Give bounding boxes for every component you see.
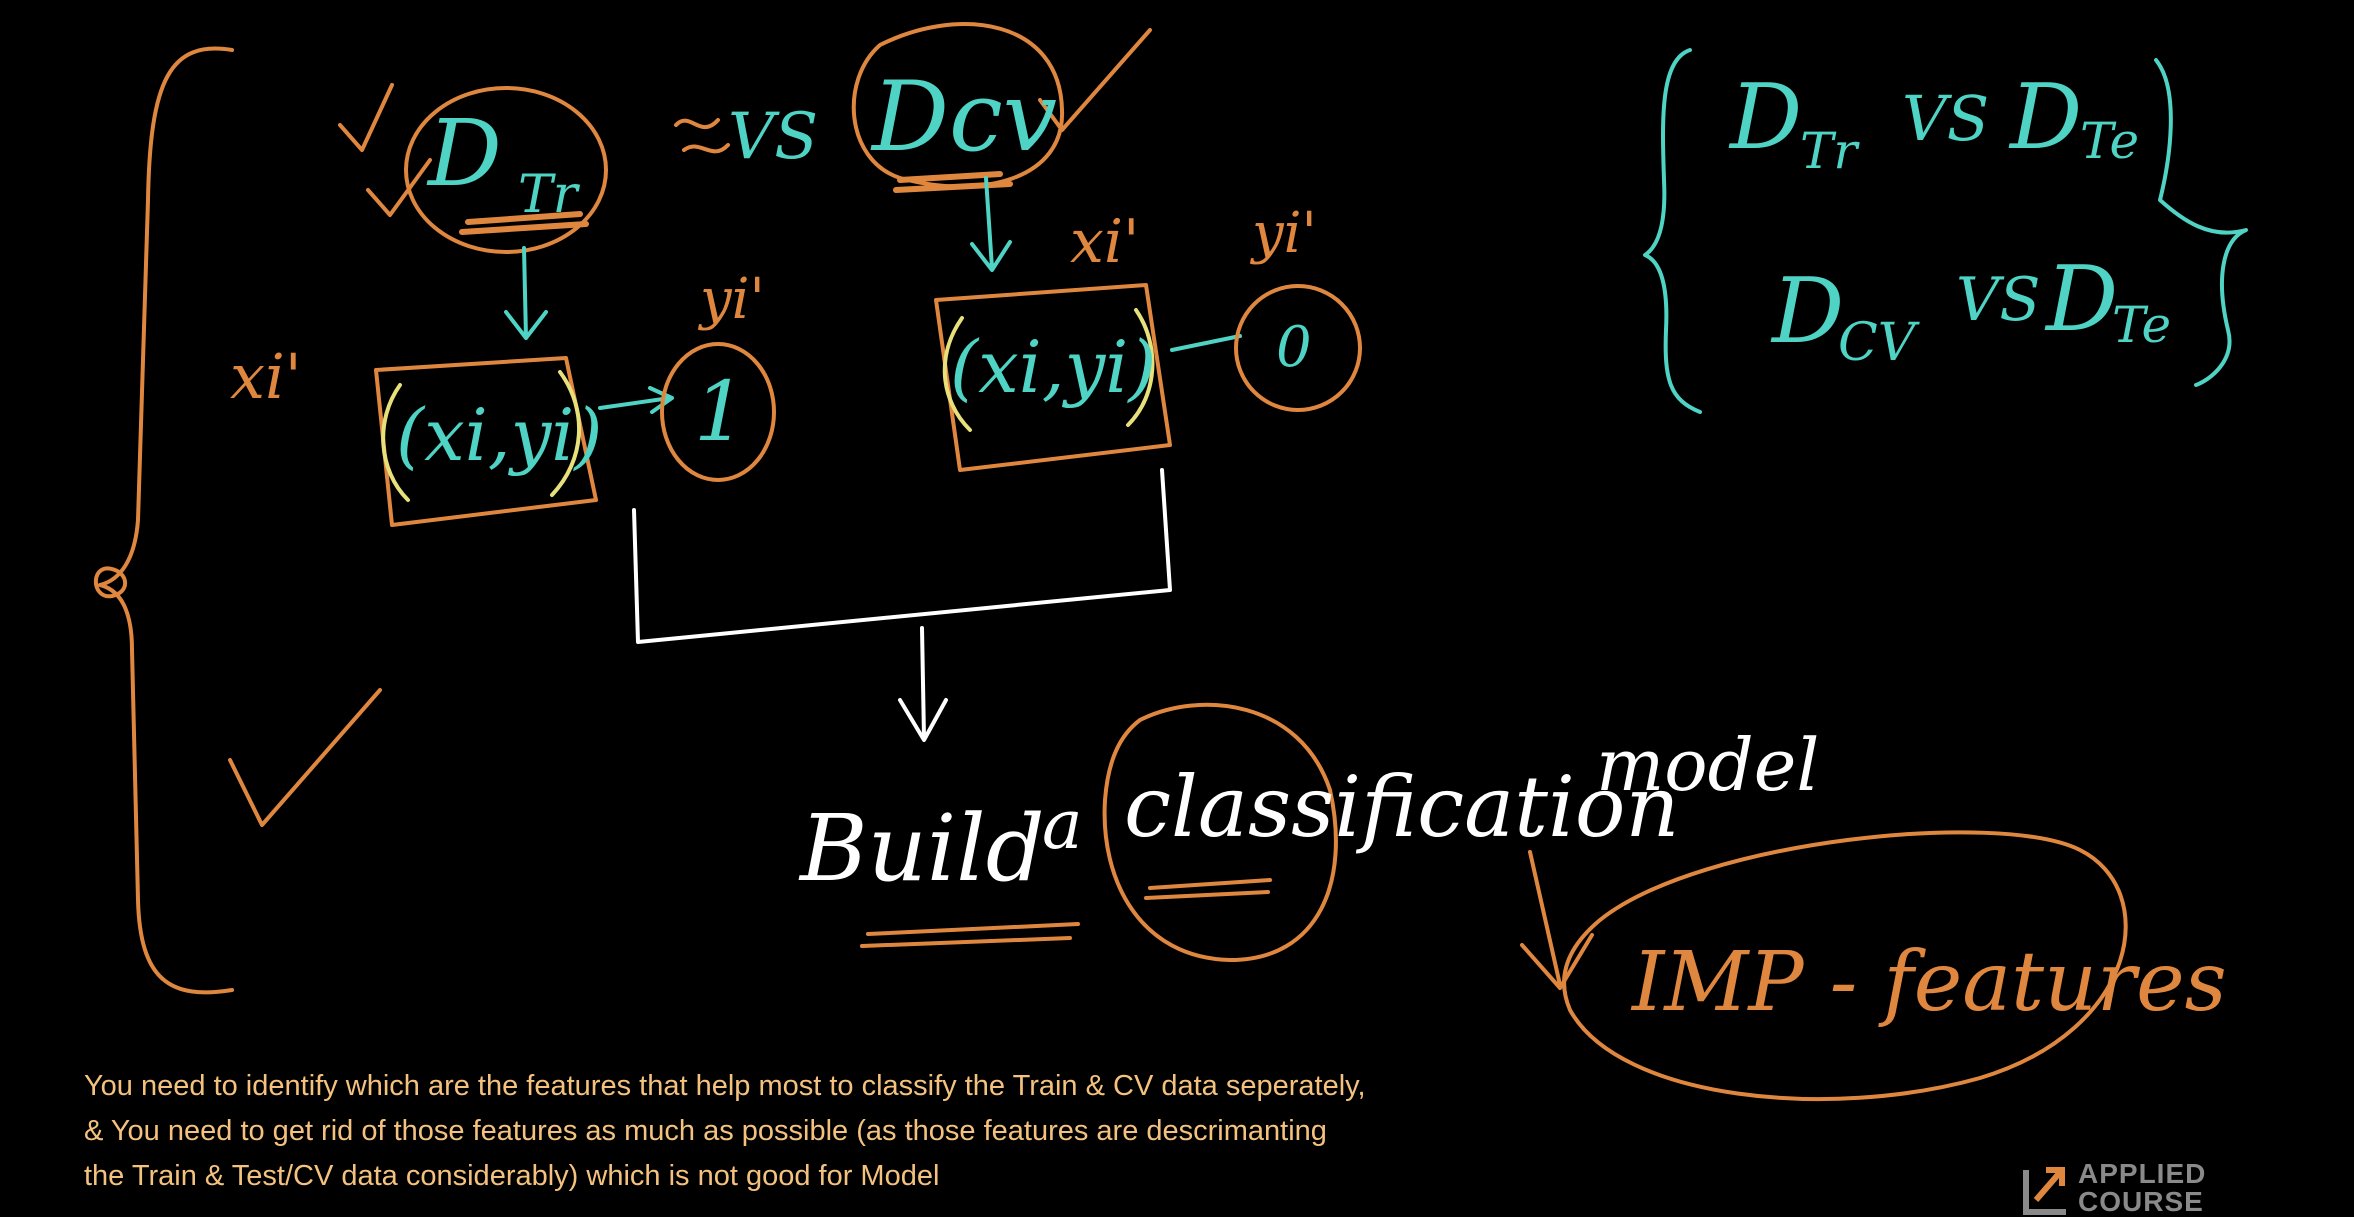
right-row1-b: D (2008, 65, 2082, 170)
tilde-mark (674, 118, 730, 154)
d-cv-label: Dcv (870, 61, 1057, 173)
right-row2-a-sub: CV (1838, 313, 1920, 373)
pair-left-lparen (381, 383, 410, 502)
combine-bracket (632, 468, 1172, 644)
right-row1-b-sub: Te (2080, 112, 2139, 170)
brace-loop (93, 566, 128, 599)
build-underline (860, 922, 1080, 948)
line-to-zero (1170, 334, 1242, 352)
pair-right-text: (xi,yi) (950, 325, 1156, 409)
check-mark-large (228, 688, 382, 827)
right-close-brace (2154, 58, 2248, 387)
left-brace (98, 46, 234, 995)
right-row2-b: D (2044, 247, 2118, 352)
x-left-label: xi' (230, 340, 302, 413)
arrow-to-build (898, 626, 948, 742)
d-tr-main: D (426, 100, 502, 207)
applied-course-logo: APPLIED COURSE (2022, 1160, 2232, 1216)
right-row1-a-sub: Tr (1800, 122, 1860, 180)
build-word: Build (798, 795, 1045, 902)
logo-arrow-icon (2023, 1167, 2066, 1215)
classification-word: classification (1124, 758, 1680, 856)
d-tr-sub: Tr (518, 165, 581, 225)
check-mark-2 (366, 158, 432, 217)
one-circle (660, 342, 776, 482)
d-tr-circle (404, 86, 608, 254)
imp-features-text: IMP - features (1630, 935, 2227, 1030)
pair-right-rparen (1126, 308, 1155, 427)
d-cv-circle (851, 22, 1065, 189)
x-right-label: xi' (1070, 207, 1140, 277)
right-row2-a: D (1770, 259, 1844, 364)
logo-line2: COURSE (2078, 1186, 2204, 1217)
classification-circle (1102, 702, 1338, 962)
right-row2-b-sub: Te (2112, 296, 2171, 354)
pair-left-box (374, 356, 598, 527)
label-one: 1 (694, 365, 746, 460)
right-open-brace (1643, 48, 1702, 414)
arrow-to-imp (1520, 850, 1594, 990)
y-right-label: yi' (1249, 201, 1317, 266)
arrow-to-one (598, 386, 674, 414)
classification-underline (1144, 878, 1272, 900)
right-row1-vs: VS (1902, 82, 1989, 155)
pair-left-text: (xi,yi) (396, 393, 602, 477)
right-row1-a: D (1728, 65, 1802, 170)
imp-features-ellipse (1562, 830, 2128, 1102)
right-row2-vs: VS (1956, 265, 2040, 335)
a-word: a (1042, 786, 1083, 865)
arrow-dcv-down (970, 176, 1012, 272)
pair-right-box (934, 283, 1172, 472)
check-mark-1 (338, 83, 394, 152)
arrow-dtr-down (504, 246, 548, 340)
caption-text: You need to identify which are the featu… (84, 1070, 1366, 1192)
model-word: model (1596, 723, 1819, 807)
logo-line1: APPLIED (2078, 1158, 2207, 1189)
vs-label: VS (728, 100, 818, 174)
pair-left-rparen (550, 370, 582, 497)
d-cv-underline (893, 171, 1013, 193)
zero-circle (1234, 284, 1362, 412)
d-tr-underline (459, 211, 589, 235)
y-left-label: yi' (697, 267, 765, 332)
pair-right-lparen (942, 316, 972, 432)
label-zero: 0 (1276, 315, 1312, 380)
